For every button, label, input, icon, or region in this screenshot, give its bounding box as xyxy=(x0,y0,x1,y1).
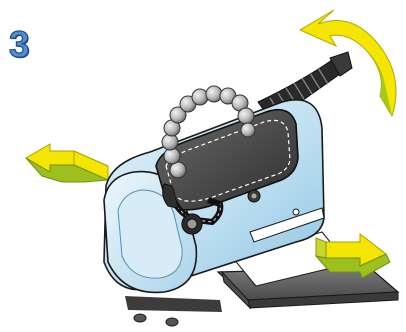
left-push-arrow-icon xyxy=(26,144,108,182)
